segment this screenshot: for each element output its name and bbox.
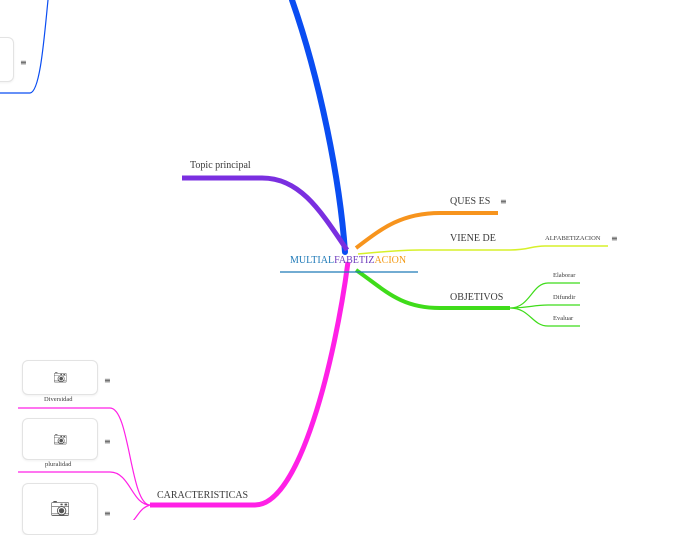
pluralidad-image-card[interactable]: 📷︎ [22,418,98,460]
central-topic-part-1: MULTIAL [290,255,335,266]
note-icon[interactable]: ≡ [500,197,507,206]
topic-principal-label[interactable]: Topic principal [190,160,251,171]
note-icon[interactable]: ≡ [20,58,27,67]
caracteristicas-label[interactable]: CARACTERISTICAS [157,490,249,501]
branch-top-child-line [0,0,49,94]
camera-icon: 📷︎ [53,371,67,384]
diversidad-image-card[interactable]: 📷︎ [22,360,98,395]
mind-map-canvas [0,0,608,520]
camera-icon: 📷︎ [49,499,71,518]
objetivos-label[interactable]: OBJETIVOS [450,292,504,303]
branch-caracteristicas-line [150,261,351,508]
branch-caracteristicas-sub-lines [18,407,151,520]
alfabetizacion-label[interactable]: ALFABETIZACION [545,235,601,242]
branch-top-line [289,0,348,255]
note-icon[interactable]: ≡ [104,509,111,518]
objetivo-item-elaborar[interactable]: Elaborar [553,272,576,279]
top-left-image-card[interactable] [0,37,14,82]
central-topic-part-2: FABETIZ [334,255,375,266]
viene-de-label[interactable]: VIENE DE [450,233,496,244]
branch-objetivos-line [354,268,510,310]
branch-topic-principal-line [182,175,350,252]
branch-ques-es-line [354,211,498,250]
note-icon[interactable]: ≡ [611,234,618,243]
camera-icon: 📷︎ [53,432,67,446]
branch-viene-de-line [357,245,608,255]
pluralidad-label[interactable]: pluralidad [45,461,72,468]
caracteristica-image-card[interactable]: 📷︎ [22,483,98,535]
central-topic[interactable]: MULTIALFABETIZACION [290,255,406,266]
objetivo-item-difundir[interactable]: Difundir [553,294,576,301]
central-topic-part-3: ACION [374,255,407,266]
ques-es-label[interactable]: QUES ES [450,196,491,207]
objetivo-item-evaluar[interactable]: Evaluar [553,315,574,322]
diversidad-label[interactable]: Diversidad [44,396,73,403]
branch-objetivos-sub-lines [509,282,580,327]
note-icon[interactable]: ≡ [104,376,111,385]
note-icon[interactable]: ≡ [104,437,111,446]
